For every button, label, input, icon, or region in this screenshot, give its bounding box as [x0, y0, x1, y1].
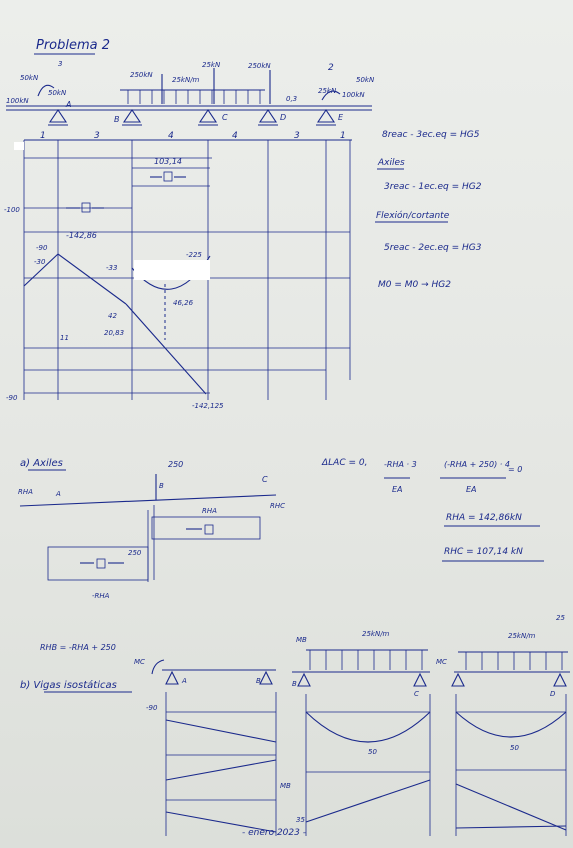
- diagram-label: -225: [186, 251, 202, 259]
- diagram-label: -33: [106, 264, 117, 272]
- vigas-label: MC: [436, 658, 447, 666]
- load-label: 250kN: [248, 62, 271, 70]
- diagram-label: -30: [34, 258, 46, 266]
- vigas-panel-3: [451, 651, 570, 836]
- axiles-heading: a) Axiles: [20, 458, 63, 469]
- load-label: 100kN: [6, 97, 29, 105]
- axiles-label: A: [55, 490, 61, 498]
- span-label: 1: [40, 131, 46, 141]
- span-label: 4: [168, 131, 174, 141]
- support-label: A: [65, 100, 71, 109]
- problem-title: Problema 2: [36, 38, 110, 53]
- diagram-label: 42: [108, 312, 117, 320]
- vigas-panel-2: [292, 649, 431, 836]
- axiles-label: 250: [128, 549, 142, 557]
- vigas-rhb: RHB = -RHA + 250: [40, 643, 116, 652]
- axiles-equation: ΔLAC = 0,: [321, 458, 367, 468]
- note-line: 8reac - 3ec.eq = HG5: [382, 130, 480, 140]
- vigas-label: C: [414, 690, 419, 698]
- axiles-result: RHC = 107,14 kN: [444, 547, 523, 557]
- diagram-label: 11: [60, 334, 69, 342]
- load-label: 50kN: [20, 74, 39, 82]
- vigas-label: D: [550, 690, 556, 698]
- vigas-heading: b) Vigas isostáticas: [20, 679, 117, 691]
- diagram-label: -90: [36, 244, 48, 252]
- vigas-label: MB: [280, 782, 291, 790]
- load-label: 100kN: [342, 91, 365, 99]
- load-label: 25kN/m: [172, 76, 200, 84]
- span-label: 3: [94, 131, 100, 141]
- axiles-load: 250: [168, 460, 183, 469]
- diagram-label: -100: [4, 206, 20, 214]
- axiles-label: -RHA: [92, 592, 110, 600]
- load-label: 50kN: [48, 89, 67, 97]
- vigas-label: 25kN/m: [362, 630, 390, 638]
- load-label: 0,3: [286, 95, 297, 103]
- load-label: 2: [328, 63, 334, 73]
- diagram-label: 20,83: [104, 329, 124, 337]
- support-label: E: [338, 113, 344, 122]
- vigas-label: 35: [296, 816, 305, 824]
- vigas-label: -90: [146, 704, 158, 712]
- load-label: 50kN: [356, 76, 375, 84]
- load-label: 3: [58, 60, 62, 68]
- span-label: 4: [232, 131, 238, 141]
- load-label: 25kN: [202, 61, 221, 69]
- axiles-result: RHA = 142,86kN: [446, 513, 522, 523]
- top-beam: [6, 68, 372, 126]
- support-label: C: [222, 113, 228, 122]
- support-label: B: [114, 115, 120, 124]
- axiles-label: RHC: [270, 502, 285, 510]
- vigas-label: MC: [134, 658, 145, 666]
- axiles-label: C: [262, 475, 268, 484]
- vigas-panel-1: [151, 659, 277, 836]
- diagram-label: 46,26: [173, 299, 194, 307]
- axiles-label: RHA: [18, 488, 33, 496]
- axiles-label: B: [159, 482, 164, 490]
- vigas-label: A: [181, 677, 187, 685]
- vigas-label: 25kN/m: [508, 632, 536, 640]
- diagram-label: 103,14: [154, 157, 182, 166]
- note-line: M0 = M0 → HG2: [378, 280, 451, 290]
- note-line: Flexión/cortante: [376, 210, 450, 221]
- axiles-eq-term: EA: [466, 485, 477, 494]
- note-line: Axiles: [377, 158, 405, 168]
- vigas-label: 50: [510, 744, 519, 752]
- vigas-label: 25: [556, 614, 565, 622]
- axiles-eq-term: EA: [392, 485, 403, 494]
- axiles-eq-term: -RHA · 3: [384, 460, 417, 469]
- vigas-label: B: [256, 677, 261, 685]
- span-label: 1: [340, 131, 346, 141]
- note-line: 3reac - 1ec.eq = HG2: [384, 182, 482, 192]
- axiles-label: RHA: [202, 507, 217, 515]
- load-label: 250kN: [130, 71, 153, 79]
- axiles-eq-term: (-RHA + 250) · 4: [444, 460, 510, 469]
- diagram-grid: [14, 140, 351, 400]
- date-label: - enero 2023 -: [242, 828, 306, 838]
- diagram-label: -142,125: [192, 402, 224, 410]
- support-label: D: [280, 113, 286, 122]
- span-label: 3: [294, 131, 300, 141]
- vigas-label: B: [292, 680, 297, 688]
- diagram-label: -90: [6, 394, 18, 402]
- vigas-label: MB: [296, 636, 307, 644]
- diagram-label: -142,86: [66, 231, 97, 240]
- axiles-eq-term: = 0: [508, 465, 522, 474]
- note-line: 5reac - 2ec.eq = HG3: [384, 243, 482, 253]
- load-label: 25kN: [318, 87, 337, 95]
- vigas-label: 50: [368, 748, 377, 756]
- axiles-sketch: [19, 474, 277, 582]
